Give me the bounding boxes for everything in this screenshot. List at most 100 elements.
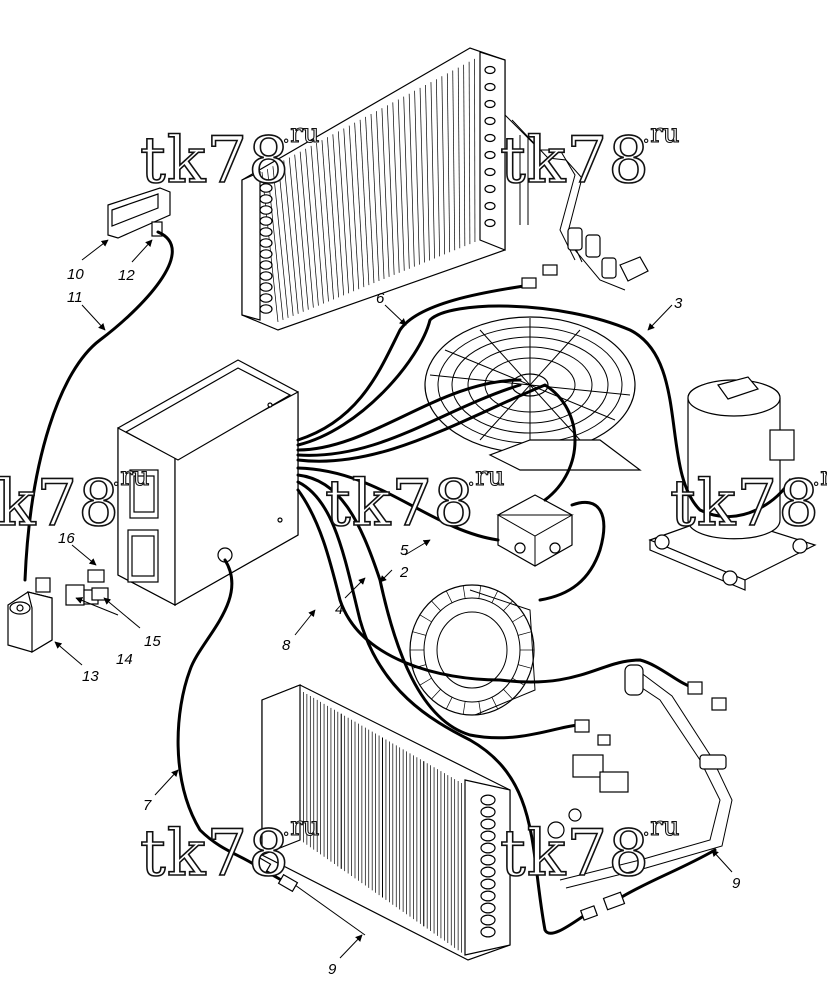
fin-line: [348, 125, 360, 290]
fin-line: [354, 122, 365, 288]
fin-line: [462, 585, 466, 599]
fin-line: [272, 166, 289, 318]
fin-line: [446, 73, 451, 253]
fin-line: [517, 664, 532, 669]
fin-line: [403, 96, 410, 269]
fin-line: [441, 76, 445, 255]
coil-tube: [259, 183, 273, 193]
coil-tube: [259, 227, 273, 237]
coil-tube: [480, 806, 496, 818]
watermarks: tk78 .ru tk78 .ru tk78 .ru tk78 .ru tk78…: [0, 118, 827, 891]
watermark-text: tk78: [500, 817, 650, 891]
condenser-fan: [424, 316, 642, 471]
fin-line: [412, 631, 427, 636]
fin-line: [452, 70, 456, 251]
callout-3: 3: [674, 295, 683, 312]
coil-solenoid-13: [7, 577, 53, 654]
fin-line: [343, 128, 355, 292]
fin-line: [419, 677, 432, 686]
callout-15: 15: [144, 633, 161, 650]
callout-labels: 10 11 12 6 3 16 14 15 13 5 2 4 8 7 9 9: [58, 266, 741, 978]
fin-line: [397, 99, 405, 271]
fin-line: [445, 697, 453, 710]
fin-line: [425, 84, 430, 261]
callout-5: 5: [400, 542, 409, 559]
callout-7: 7: [143, 797, 152, 814]
watermark-text: tk78: [140, 124, 290, 198]
fin-line: [392, 102, 400, 273]
callout-9-right: 9: [732, 875, 741, 892]
watermark-suffix: .ru: [112, 462, 149, 492]
coil-tube: [259, 304, 273, 314]
callout-14: 14: [116, 651, 133, 668]
fin-line: [414, 90, 420, 265]
fin-line: [327, 137, 339, 298]
coil-tube: [480, 854, 496, 866]
fin-line: [478, 585, 482, 599]
fin-line: [359, 119, 370, 286]
fin-line: [463, 64, 466, 247]
coil-tube: [259, 271, 273, 281]
junction-box: [496, 494, 574, 567]
coil-tube: [259, 282, 273, 292]
watermark-suffix: .ru: [282, 812, 319, 842]
coil-tube: [480, 830, 496, 842]
coil-tube: [480, 902, 496, 914]
fin-line: [503, 600, 513, 611]
fin-line: [283, 160, 299, 314]
evaporator-piping: [547, 664, 733, 889]
watermark-text: tk78: [670, 467, 820, 541]
coil-tube: [484, 184, 496, 194]
coil-tube: [259, 249, 273, 259]
fin-line: [517, 631, 532, 636]
coil-tube: [259, 238, 273, 248]
coil-tube: [484, 167, 496, 177]
fin-line: [288, 157, 304, 312]
fin-line: [370, 113, 380, 282]
fin-line: [387, 105, 395, 275]
relay-parts-14-15-16: [65, 569, 109, 606]
fin-line: [445, 590, 453, 603]
coil-tube: [484, 150, 496, 160]
coil-tube: [480, 866, 496, 878]
fin-line: [503, 689, 513, 700]
coil-tube: [480, 926, 496, 938]
fin-line: [431, 689, 441, 700]
fin-line: [430, 82, 435, 259]
watermark-suffix: .ru: [812, 462, 827, 492]
fin-line: [431, 600, 441, 611]
fin-line: [310, 145, 324, 304]
fin-line: [462, 701, 466, 715]
fin-line: [491, 590, 499, 603]
watermark-suffix: .ru: [282, 119, 319, 149]
coil-tube: [484, 99, 496, 109]
condenser-piping: [504, 114, 649, 291]
fin-line: [512, 614, 525, 623]
coil-tube: [259, 293, 273, 303]
coil-tube: [480, 878, 496, 890]
coil-tube: [259, 216, 273, 226]
callout-8: 8: [282, 637, 291, 654]
callout-16: 16: [58, 530, 75, 547]
coil-tube: [259, 194, 273, 204]
wiring-harness: [23, 230, 792, 936]
fin-line: [299, 151, 314, 308]
callout-4: 4: [335, 601, 343, 618]
callout-10: 10: [67, 266, 84, 283]
coil-tube: [480, 818, 496, 830]
compressor: [648, 376, 817, 591]
watermark-text: tk78: [500, 124, 650, 198]
coil-tube: [480, 890, 496, 902]
coil-tube: [480, 794, 496, 806]
coil-tube: [484, 116, 496, 126]
coil-tube: [484, 65, 496, 75]
fin-line: [278, 163, 294, 316]
fin-line: [316, 142, 329, 302]
condenser-coil: [241, 47, 506, 331]
fin-line: [267, 169, 284, 320]
fin-line: [381, 108, 390, 277]
coil-tube: [484, 133, 496, 143]
fin-line: [419, 87, 425, 263]
callout-9-bottom: 9: [328, 961, 337, 978]
